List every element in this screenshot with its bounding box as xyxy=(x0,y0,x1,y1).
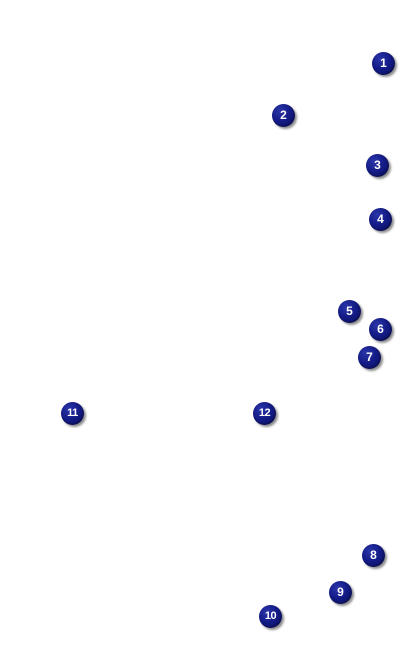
callout-marker-2: 2 xyxy=(272,104,295,127)
callout-marker-3: 3 xyxy=(366,154,389,177)
callout-marker-1: 1 xyxy=(372,52,395,75)
callout-marker-6: 6 xyxy=(369,318,392,341)
callout-marker-9: 9 xyxy=(329,581,352,604)
callout-marker-11: 11 xyxy=(61,402,84,425)
callout-marker-8: 8 xyxy=(362,544,385,567)
callout-marker-5: 5 xyxy=(338,300,361,323)
callout-marker-4: 4 xyxy=(369,208,392,231)
callout-marker-10: 10 xyxy=(259,605,282,628)
callout-marker-7: 7 xyxy=(358,346,381,369)
callout-marker-12: 12 xyxy=(253,402,276,425)
